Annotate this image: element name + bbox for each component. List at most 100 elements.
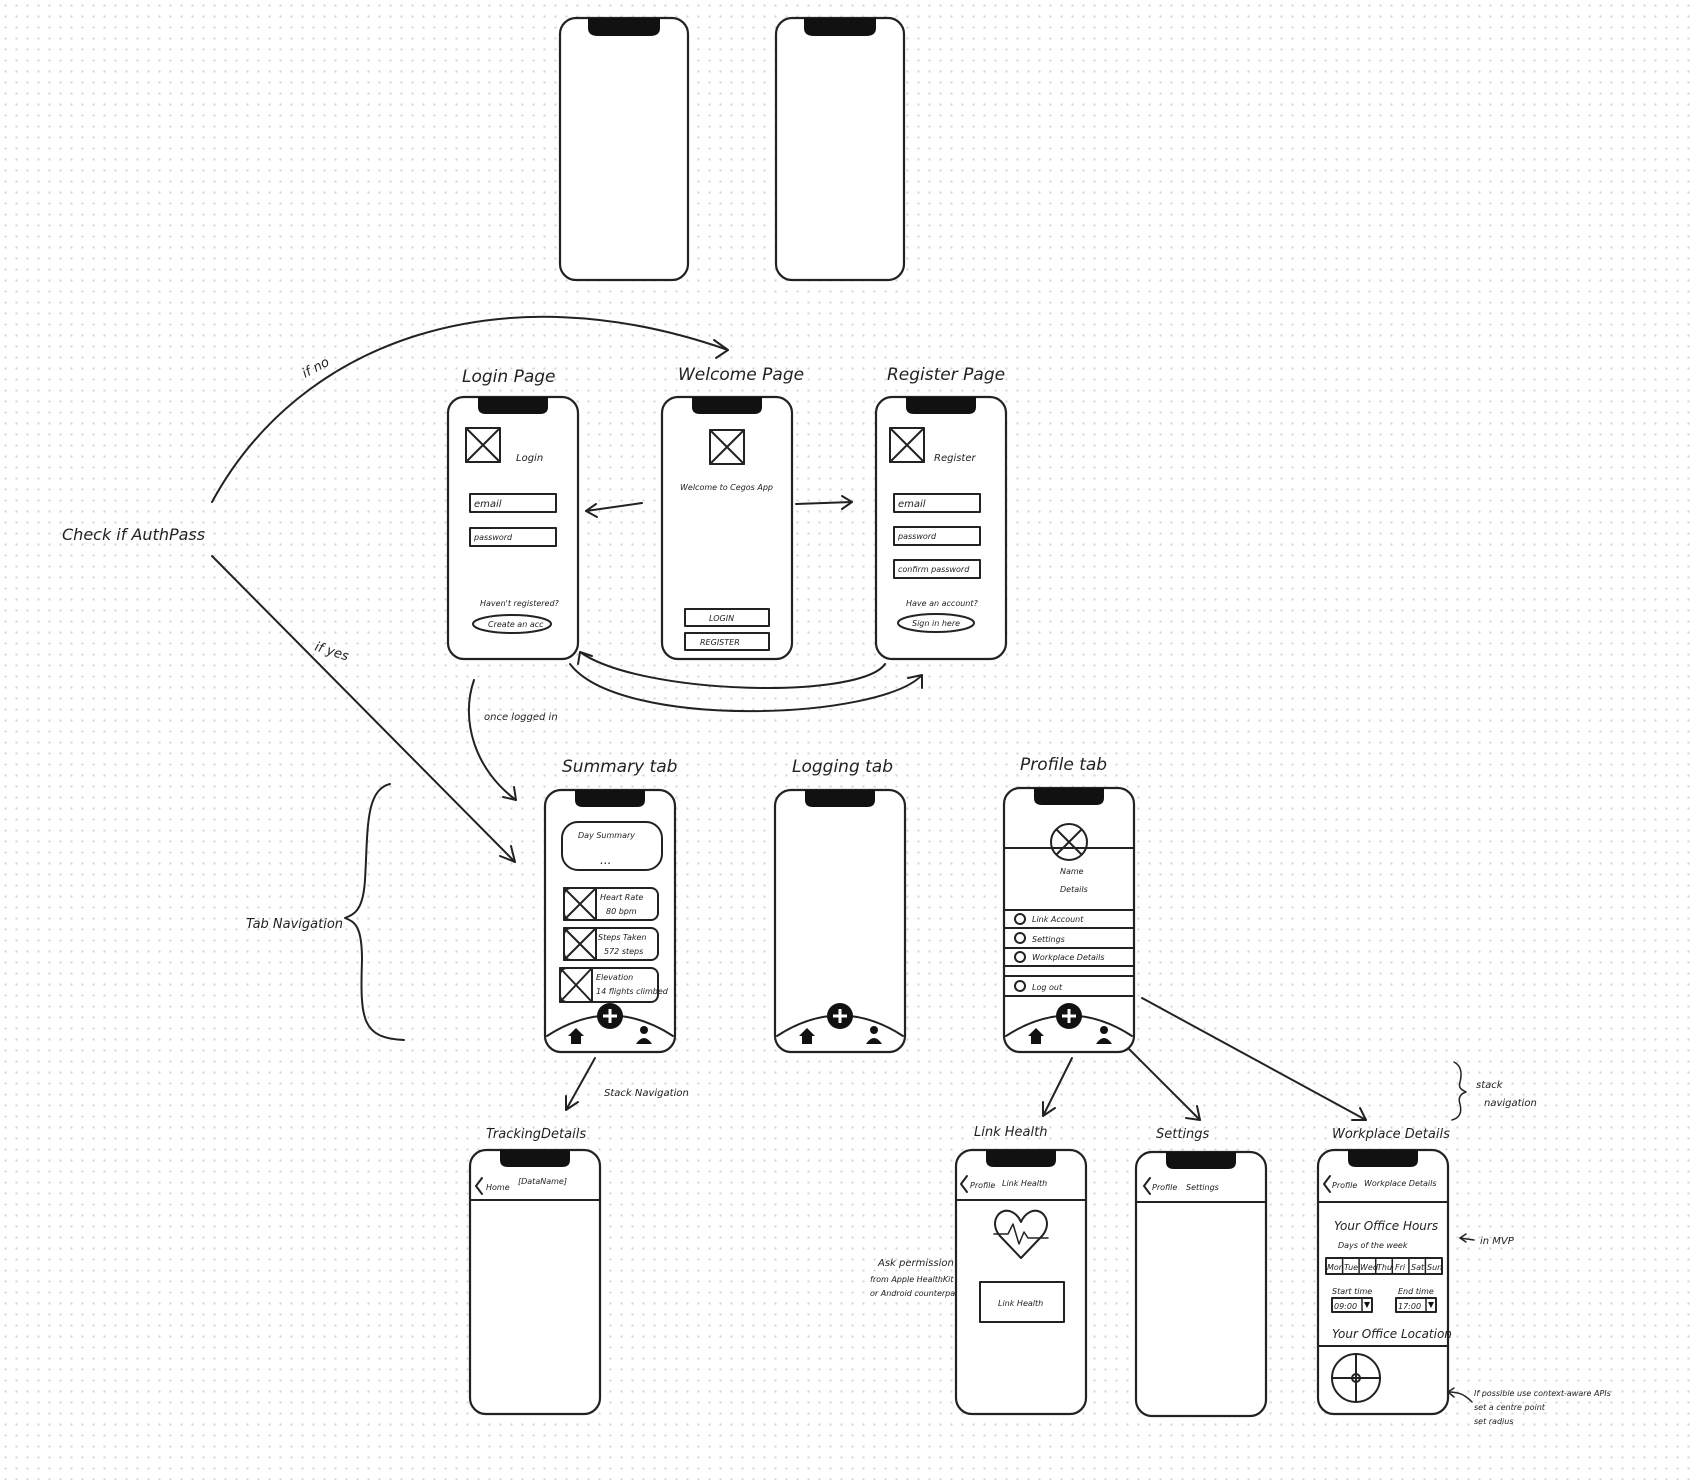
start-time-select[interactable]: 09:00 [1331,1297,1373,1313]
profile-details: Details [1060,885,1088,894]
workplace-screen-title: Workplace Details [1332,1127,1450,1142]
check-auth-label: Check if AuthPass [62,525,205,544]
day-sun[interactable]: Sun [1427,1263,1442,1272]
stack-navigation-label: Stack Navigation [604,1088,689,1099]
ask-permission-label-1: Ask permission [877,1258,954,1269]
heart-icon [993,1209,1049,1259]
login-screen: Login Page Login email password Haven't … [446,367,580,661]
summary-screen-title: Summary tab [562,757,677,777]
location-target-icon[interactable] [1331,1353,1381,1403]
tracking-header: [DataName] [518,1177,567,1186]
start-time-value: 09:00 [1334,1302,1357,1311]
login-heading: Login [516,453,543,464]
profile-menu-link-account[interactable]: Link Account [1014,913,1084,925]
login-password-placeholder: password [473,533,513,542]
log-out-label: Log out [1032,983,1063,992]
office-location-heading: Your Office Location [1332,1327,1452,1341]
profile-name: Name [1060,867,1084,876]
logging-home-icon[interactable] [799,1028,815,1044]
welcome-register-label: REGISTER [700,638,740,647]
link-health-screen-title: Link Health [974,1125,1047,1140]
steps-card[interactable]: Steps Taken 572 steps [563,927,659,961]
profile-menu-workplace-details[interactable]: Workplace Details [1014,951,1105,963]
day-summary-label: Day Summary [578,831,635,840]
elevation-card[interactable]: Elevation 14 flights climbed [559,967,669,1003]
blank-phone-2 [774,16,906,282]
days-label: Days of the week [1338,1241,1408,1250]
link-health-button-label: Link Health [998,1299,1043,1308]
login-password-field[interactable]: password [469,527,557,547]
tracking-screen-title: TrackingDetails [486,1127,586,1142]
logging-profile-icon[interactable] [866,1026,882,1044]
link-account-label: Link Account [1032,915,1084,924]
workplace-header: Workplace Details [1364,1179,1437,1188]
tracking-back-button[interactable]: Home [475,1177,510,1195]
blank-phone-1 [558,16,690,282]
register-password-field[interactable]: password [893,526,981,546]
location-note-label-2: set a centre point [1474,1403,1546,1412]
start-time-label: Start time [1332,1287,1372,1296]
elevation-value: 14 flights climbed [596,987,669,996]
profile-profile-icon[interactable] [1096,1026,1112,1044]
settings-back-label: Profile [1152,1183,1177,1192]
register-screen: Register Page Register email password co… [874,365,1008,661]
profile-avatar-icon [1050,823,1088,861]
heart-rate-card[interactable]: Heart Rate 80 bpm [563,887,659,921]
day-mon[interactable]: Mon [1327,1263,1344,1272]
create-account-button[interactable]: Create an acc [472,614,552,634]
register-email-field[interactable]: email [893,493,981,513]
tracking-back-label: Home [486,1183,510,1192]
login-screen-title: Login Page [462,367,555,387]
steps-value: 572 steps [604,947,643,956]
end-time-select[interactable]: 17:00 [1395,1297,1437,1313]
day-sat[interactable]: Sat [1411,1263,1425,1272]
day-summary-card[interactable]: Day Summary ... [561,821,663,871]
logging-add-icon[interactable] [827,1003,853,1029]
in-mvp-label: in MVP [1480,1236,1515,1247]
welcome-heading: Welcome to Cegos App [680,483,773,492]
heart-rate-label: Heart Rate [600,893,643,902]
profile-menu-log-out[interactable]: Log out [1014,980,1063,992]
ask-permission-label-2: from Apple HealthKit API [870,1275,969,1284]
location-note-label-3: set radius [1474,1417,1514,1426]
day-wed[interactable]: Wed [1360,1263,1379,1272]
welcome-register-button[interactable]: REGISTER [684,632,770,651]
summary-home-icon[interactable] [568,1028,584,1044]
summary-add-icon[interactable] [597,1003,623,1029]
register-email-placeholder: email [898,499,926,510]
summary-screen: Summary tab Day Summary ... Heart Rate 8… [543,757,677,1054]
day-tue[interactable]: Tue [1344,1263,1358,1272]
sign-in-label: Sign in here [912,619,960,628]
tracking-screen: TrackingDetails Home [DataName] [468,1127,602,1416]
register-confirm-field[interactable]: confirm password [893,559,981,579]
tab-navigation-label: Tab Navigation [246,917,343,932]
end-time-label: End time [1398,1287,1434,1296]
link-health-screen: Link Health Profile Link Health Link Hea… [954,1125,1088,1416]
register-confirm-placeholder: confirm password [898,565,970,574]
elevation-label: Elevation [596,973,633,982]
day-selector: Mon Tue Wed Thu Fri Sat Sun [1325,1257,1443,1275]
profile-screen-title: Profile tab [1020,755,1107,775]
flow-connectors [211,315,1475,1403]
day-summary-dots: ... [600,853,611,867]
workplace-back-button[interactable]: Profile [1323,1175,1357,1193]
register-heading: Register [934,453,977,464]
link-health-back-button[interactable]: Profile [960,1175,995,1193]
welcome-login-button[interactable]: LOGIN [684,608,770,627]
link-health-button[interactable]: Link Health [979,1281,1065,1323]
profile-screen: Profile tab Name Details Link Account Se… [1002,755,1136,1054]
stack-navigation-right-label-1: stack [1476,1080,1504,1091]
sign-in-button[interactable]: Sign in here [897,613,975,633]
profile-home-icon[interactable] [1028,1028,1044,1044]
summary-profile-icon[interactable] [636,1026,652,1044]
login-email-field[interactable]: email [469,493,557,513]
day-thu[interactable]: Thu [1377,1263,1392,1272]
profile-menu-settings[interactable]: Settings [1014,932,1065,944]
link-health-header: Link Health [1002,1179,1047,1188]
workplace-screen: Workplace Details Profile Workplace Deta… [1316,1127,1452,1416]
day-fri[interactable]: Fri [1395,1263,1406,1272]
profile-add-icon[interactable] [1056,1003,1082,1029]
heart-rate-value: 80 bpm [606,907,637,916]
settings-back-button[interactable]: Profile [1143,1177,1177,1195]
